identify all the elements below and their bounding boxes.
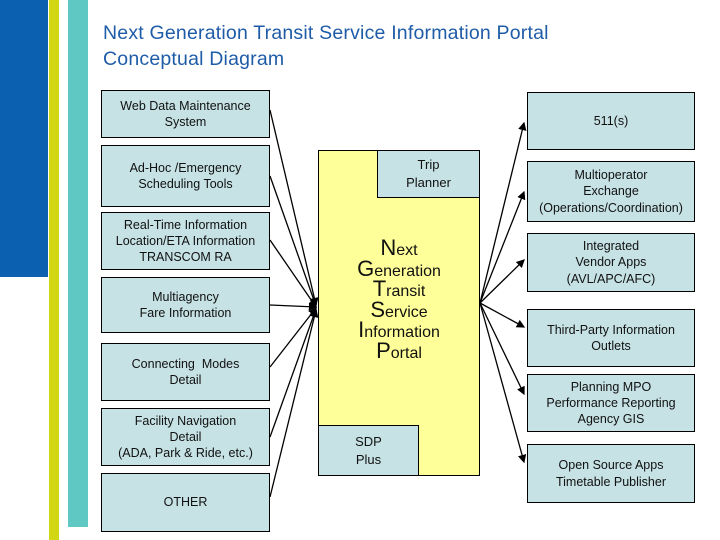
- connector-portal-to-511: [479, 121, 527, 304]
- output-box-integrated-vendor-apps: Integrated Vendor Apps (AVL/APC/AFC): [527, 233, 695, 292]
- connector-portal-to-vendor-apps: [479, 259, 525, 304]
- trip-planner-box: Trip Planner: [377, 150, 480, 198]
- connector-portal-to-planning: [479, 302, 525, 396]
- portal-word: Service: [370, 296, 428, 322]
- sdp-plus-box: SDP Plus: [318, 425, 419, 476]
- output-box-511: 511(s): [527, 92, 695, 150]
- slide-title: Next Generation Transit Service Informat…: [103, 20, 693, 72]
- portal-word: Portal: [376, 337, 422, 363]
- slide-title-line1: Next Generation Transit Service Informat…: [103, 22, 549, 44]
- connector-fare-to-portal: [269, 302, 318, 311]
- connector-portal-to-opensource: [479, 302, 527, 464]
- connector-web-data-to-portal: [269, 109, 319, 307]
- decor-blue-bar: [0, 0, 48, 277]
- source-box-realtime-information: Real-Time Information Location/ETA Infor…: [101, 212, 270, 270]
- source-box-adhoc-emergency: Ad-Hoc /Emergency Scheduling Tools: [101, 145, 270, 207]
- decor-teal-stripe: [68, 0, 88, 527]
- portal-word: Next: [380, 235, 418, 260]
- output-box-multioperator-exchange: Multioperator Exchange (Operations/Coord…: [527, 161, 695, 222]
- output-box-planning-mpo: Planning MPO Performance Reporting Agenc…: [527, 374, 695, 432]
- source-box-connecting-modes: Connecting Modes Detail: [101, 343, 270, 401]
- connector-portal-to-thirdparty: [479, 302, 526, 328]
- connector-modes-to-portal: [269, 307, 317, 368]
- output-box-thirdparty-outlets: Third-Party Information Outlets: [527, 309, 695, 367]
- source-box-facility-navigation: Facility Navigation Detail (ADA, Park & …: [101, 408, 270, 466]
- slide-title-line2: Conceptual Diagram: [103, 48, 285, 70]
- portal-word: Information: [358, 317, 440, 342]
- portal-word: Transit: [372, 276, 426, 301]
- decor-chartreuse-stripe: [49, 0, 59, 540]
- connector-adhoc-to-portal: [269, 175, 318, 308]
- sdp-plus-label: SDP Plus: [355, 433, 382, 467]
- portal-word: Generation: [357, 255, 441, 281]
- output-box-open-source-apps: Open Source Apps Timetable Publisher: [527, 444, 695, 503]
- connector-portal-to-multioperator: [479, 190, 526, 304]
- connector-realtime-to-portal: [269, 239, 317, 309]
- portal-box: Trip Planner Next Generation Transit Ser…: [318, 150, 480, 476]
- source-box-web-data-maintenance: Web Data Maintenance System: [101, 90, 270, 138]
- source-box-other: OTHER: [101, 473, 270, 532]
- connector-facility-to-portal: [269, 307, 318, 438]
- source-box-multiagency-fare: Multiagency Fare Information: [101, 277, 270, 333]
- connector-other-to-portal: [269, 308, 319, 498]
- trip-planner-label: Trip Planner: [406, 157, 451, 190]
- portal-title: Next Generation Transit Service Informat…: [319, 239, 479, 362]
